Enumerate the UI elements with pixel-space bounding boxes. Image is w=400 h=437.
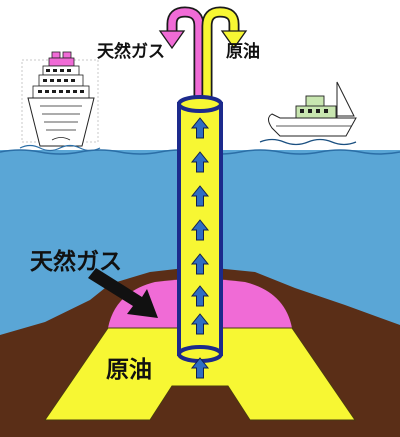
oil-outflow-arrow-fill <box>203 8 238 98</box>
flow-up-arrow-icon <box>190 285 210 307</box>
gas-layer-label: 天然ガス <box>30 248 122 275</box>
gas-arrowhead <box>158 30 186 50</box>
flow-up-arrows <box>190 117 210 379</box>
oil-output-label: 原油 <box>226 41 260 62</box>
gas-output-label: 天然ガス <box>97 41 165 62</box>
oil-arrowhead <box>220 30 248 50</box>
gas-outflow-arrow-fill <box>168 8 203 98</box>
pipe-top-opening <box>177 95 223 113</box>
cruise-ship-icon <box>19 51 101 152</box>
boat-icon <box>259 81 357 146</box>
pointer-arrow-icon <box>88 268 158 318</box>
flow-up-arrow-icon <box>190 117 210 139</box>
flow-up-arrow-icon <box>190 151 210 173</box>
oil-layer-label: 原油 <box>106 357 152 383</box>
flow-up-arrow-icon <box>190 185 210 207</box>
flow-up-arrow-icon <box>190 313 210 335</box>
flow-up-arrow-icon <box>190 253 210 275</box>
flow-up-arrow-icon <box>190 219 210 241</box>
gas-outflow-arrow <box>166 6 205 98</box>
flow-up-arrow-icon <box>190 357 210 379</box>
